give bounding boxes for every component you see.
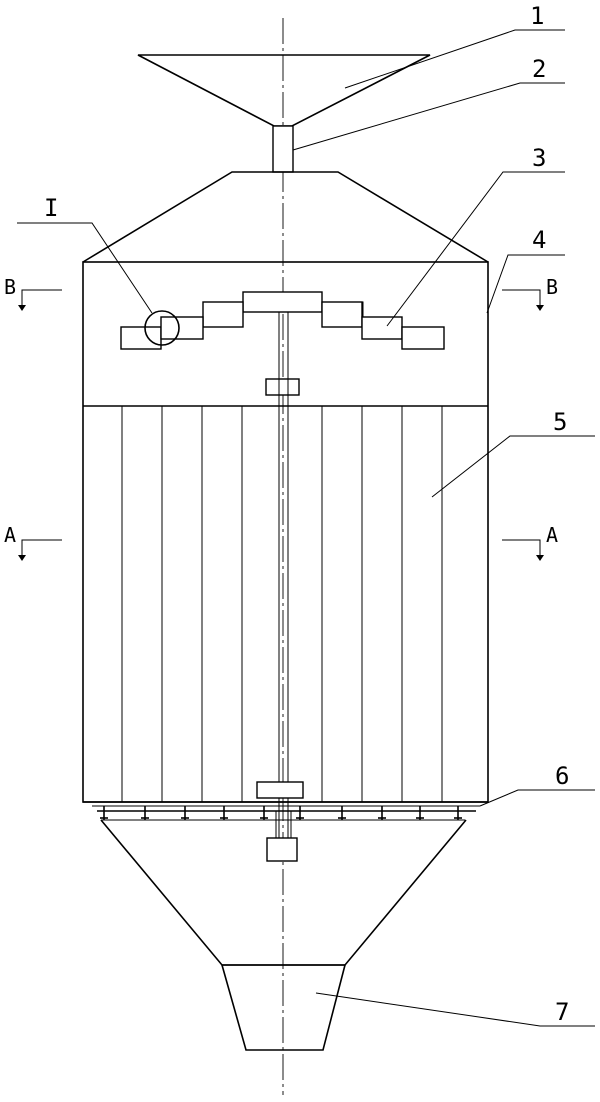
leader-line-1 — [344, 29, 565, 89]
part-label-3: 3 — [532, 144, 546, 172]
distributor-arm — [401, 326, 445, 350]
section-label-a-right: A — [546, 523, 558, 547]
distributor-arm — [160, 316, 204, 340]
part-label-4: 4 — [532, 226, 546, 254]
leader-line-7 — [315, 992, 595, 1027]
lower-coupling — [256, 781, 304, 799]
detail-label: I — [44, 194, 58, 222]
leader-line-4 — [486, 254, 565, 314]
drive-motor — [266, 837, 298, 862]
section-label-b-left: B — [4, 275, 16, 299]
detail-circle — [144, 310, 180, 346]
support-grate — [83, 801, 488, 821]
section-marker-b-left: B — [4, 275, 62, 311]
divider-plates — [121, 406, 443, 802]
discharge-outlet — [220, 964, 347, 1051]
leader-line-2 — [292, 82, 565, 151]
section-marker-b-right: B — [502, 275, 558, 311]
distributor-hub — [242, 291, 323, 313]
upper-coupling — [265, 378, 300, 396]
part-label-7: 7 — [555, 998, 569, 1026]
section-label-b-right: B — [546, 275, 558, 299]
distributor-arms — [120, 291, 445, 350]
distributor-arm — [120, 326, 162, 350]
leader-line-6 — [479, 789, 595, 807]
leader-line-3 — [386, 171, 565, 327]
leader-line-detail — [17, 222, 153, 314]
feed-hopper — [137, 54, 431, 127]
part-label-1: 1 — [530, 2, 544, 30]
section-line — [502, 289, 544, 311]
distributor-arm — [321, 301, 363, 328]
part-label-2: 2 — [532, 55, 546, 83]
distributor-arm — [202, 301, 244, 328]
leader-line-5 — [431, 435, 595, 498]
grate-legs — [100, 806, 462, 820]
section-label-a-left: A — [4, 523, 16, 547]
feed-pipe — [272, 125, 294, 173]
section-marker-a-right: A — [502, 523, 558, 561]
part-label-5: 5 — [553, 408, 567, 436]
section-marker-a-left: A — [4, 523, 62, 561]
section-line — [502, 539, 544, 561]
section-line — [18, 289, 62, 311]
top-cover — [82, 171, 489, 263]
section-line — [18, 539, 62, 561]
leader-lines — [17, 29, 595, 1027]
part-label-6: 6 — [555, 762, 569, 790]
distributor-arm — [361, 316, 403, 340]
